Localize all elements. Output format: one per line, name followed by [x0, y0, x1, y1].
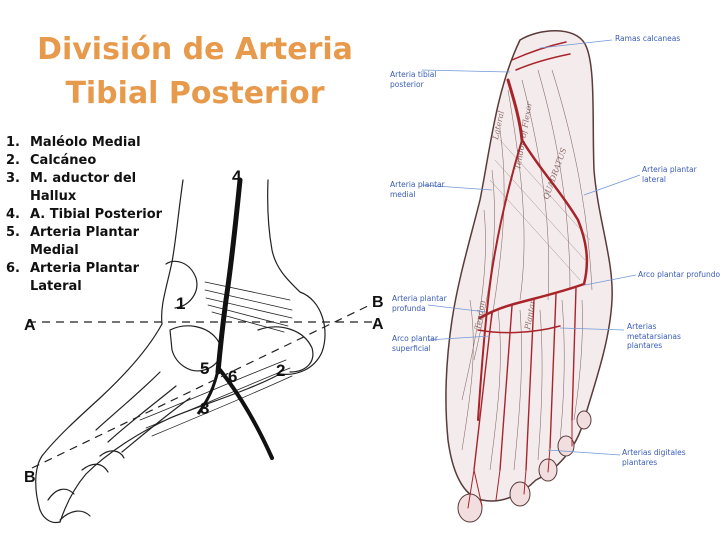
- legend-item: 5. Arteria Plantar Medial: [6, 224, 186, 260]
- legend-text: M. aductor del Hallux: [30, 171, 137, 204]
- figure-number-4: 4: [232, 167, 242, 186]
- legend-number: 1.: [6, 135, 20, 150]
- lateral-plantar-artery: [218, 368, 274, 460]
- posterior-tibial-artery-plantar: [506, 78, 524, 142]
- label-arterias-digitales: Arterias digitales plantares: [622, 448, 686, 467]
- legend-item: 2. Calcáneo: [6, 152, 186, 170]
- section-letter-a-right: A: [372, 316, 384, 333]
- legend-text: Arteria Plantar Medial: [30, 225, 140, 258]
- medial-plantar-artery-plantar: [477, 139, 523, 421]
- foot-sole: [59, 373, 281, 523]
- figure-number-2: 2: [276, 361, 285, 380]
- plantar-digital-arteries: [467, 419, 573, 509]
- label-arterias-metatarsianas: Arterias metatarsianas plantares: [627, 322, 681, 350]
- legend-number: 3.: [6, 171, 20, 186]
- legend-item: 4. A. Tibial Posterior: [6, 206, 186, 224]
- legend-item: 1. Maléolo Medial: [6, 134, 186, 152]
- legend-item: 3. M. aductor del Hallux: [6, 170, 186, 206]
- heel-contour: [279, 291, 326, 375]
- figure-number-6: 6: [228, 367, 237, 386]
- flexor-retinaculum: [204, 281, 293, 333]
- structure-legend: 1. Maléolo Medial 2. Calcáneo 3. M. aductor…: [6, 134, 186, 296]
- label-arco-plantar-superficial: Arco plantar superficial: [392, 334, 438, 353]
- abductor-hallucis: [139, 359, 293, 437]
- leg-posterior-contour: [267, 179, 301, 293]
- legend-number: 6.: [6, 261, 20, 276]
- lateral-plantar-artery-plantar: [520, 138, 589, 286]
- deep-plantar-arch: [478, 282, 586, 320]
- legend-item: 6. Arteria Plantar Lateral: [6, 260, 186, 296]
- title-line-1: División de Arteria: [37, 32, 353, 67]
- posterior-tibial-artery: [215, 177, 243, 375]
- superficial-plantar-arch: [477, 325, 561, 334]
- figure-number-3: 3: [200, 399, 209, 418]
- section-letter-a-left: A: [24, 317, 36, 334]
- section-letter-b-left: B: [24, 469, 36, 486]
- plantar-metatarsal-arteries: [473, 287, 577, 471]
- label-leaders: [421, 39, 641, 456]
- legend-text: Maléolo Medial: [30, 135, 141, 150]
- section-line-b: [31, 303, 373, 469]
- slide-title: División de Arteria Tibial Posterior: [20, 28, 370, 116]
- plantar-arteries: [467, 41, 589, 509]
- calcaneal-branches: [511, 41, 571, 71]
- legend-text: A. Tibial Posterior: [30, 207, 163, 222]
- plantar-foot-outline: [445, 30, 613, 502]
- calcaneus-outline: [257, 326, 314, 373]
- medial-plantar-artery: [196, 369, 220, 415]
- label-ramas-calcaneas: Ramas calcaneas: [615, 34, 681, 43]
- legend-number: 2.: [6, 153, 20, 168]
- title-line-2: Tibial Posterior: [65, 76, 325, 111]
- section-letter-b-right: B: [372, 294, 384, 311]
- toe-outline: [47, 450, 125, 521]
- label-arco-plantar-profundo: Arco plantar profundo: [638, 270, 721, 279]
- foot-dorsum: [35, 323, 163, 524]
- figure-number-1: 1: [176, 294, 185, 313]
- plantar-muscle-texture: [461, 69, 593, 471]
- label-arteria-plantar-profunda: Arteria plantar profunda: [392, 294, 447, 313]
- label-arteria-plantar-medial: Arteria plantar medial: [390, 180, 445, 199]
- legend-text: Arteria Plantar Lateral: [30, 261, 140, 294]
- legend-number: 4.: [6, 207, 20, 222]
- label-arteria-tibial-posterior: Arteria tibial posterior: [390, 70, 437, 89]
- medial-malleolus: [165, 260, 198, 309]
- legend-number: 5.: [6, 225, 20, 240]
- label-arteria-plantar-lateral: Arteria plantar lateral: [642, 165, 697, 184]
- figure-number-5: 5: [200, 359, 209, 378]
- legend-text: Calcáneo: [30, 153, 97, 168]
